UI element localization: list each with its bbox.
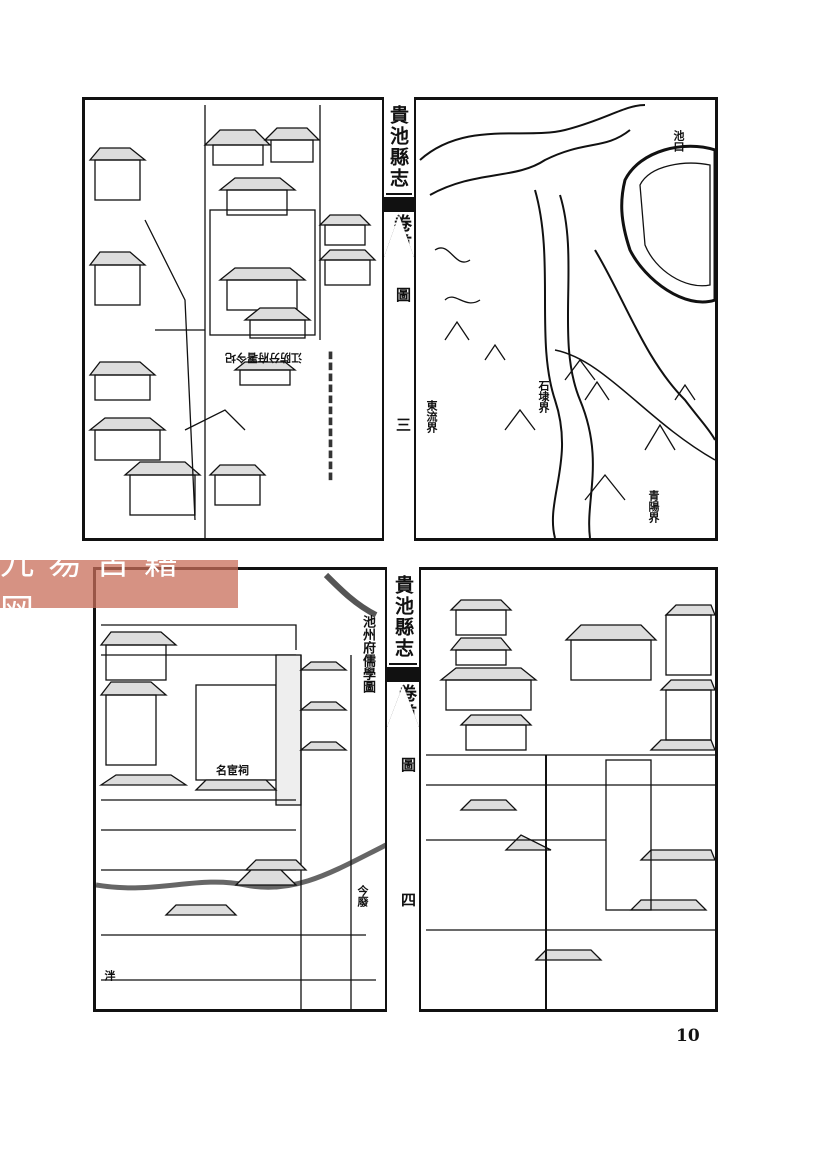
building-label: 泮 [103,970,116,981]
left-caption: 江防分府署今圮 [225,351,302,364]
book-title: 貴池縣志 [389,571,417,665]
section-label: 圖 [399,757,417,774]
bottom-center-column: 貴池縣志 卷首 圖 四 [385,567,421,1012]
volume-label: 卷首 [384,197,414,257]
leaf-number: 四 [399,892,417,909]
book-title: 貴池縣志 [386,101,412,195]
map-label: 石埭界 [537,380,550,413]
page-number: 10 [676,1026,700,1046]
bottom-illustration [96,572,715,1009]
watermark: 九易古籍网 [0,543,238,632]
map-label: 青陽界 [647,490,660,523]
section-label: 圖 [394,287,412,304]
top-center-column: 貴池縣志 卷首 圖 三 [382,97,416,541]
volume-label: 卷首 [387,667,419,727]
margin-notes: ▮▮▮▮▮▮▮▮▮▮▮▮ [325,350,336,482]
map-label: 東流界 [425,400,438,433]
map-title: 池州府儒學圖 [360,615,375,693]
building-label: 名宦祠 [216,764,249,777]
building-label: 今廢 [356,885,369,907]
top-illustration [88,104,715,538]
leaf-number: 三 [394,417,412,434]
watermark-text: 九易古籍网 [0,543,192,632]
map-label: 池口 [672,130,685,152]
